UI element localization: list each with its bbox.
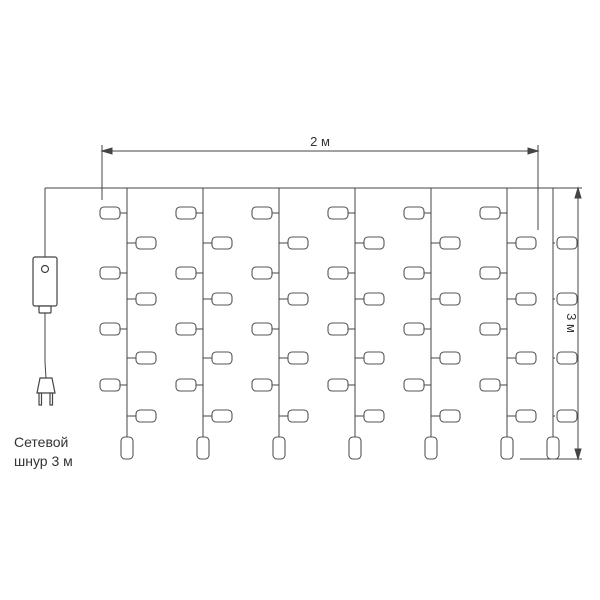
bulb xyxy=(251,322,273,336)
bulb xyxy=(479,206,501,220)
light-strands xyxy=(99,188,578,460)
bulb xyxy=(211,351,233,365)
bulb xyxy=(327,378,349,392)
bulb xyxy=(556,292,578,306)
bulb xyxy=(515,236,537,250)
bulb xyxy=(99,266,121,280)
bulb xyxy=(175,266,197,280)
bulb xyxy=(439,409,461,423)
bulb xyxy=(479,378,501,392)
bulb xyxy=(135,292,157,306)
bulb xyxy=(327,322,349,336)
bulb xyxy=(287,409,309,423)
bulb xyxy=(363,236,385,250)
bulb xyxy=(439,292,461,306)
bottom-bulb xyxy=(546,436,560,460)
bulb xyxy=(175,322,197,336)
bulb xyxy=(556,236,578,250)
bulb xyxy=(403,266,425,280)
bulb xyxy=(135,236,157,250)
bulb xyxy=(363,351,385,365)
bulb xyxy=(287,236,309,250)
bulb xyxy=(403,322,425,336)
cord-label-line1: Сетевой xyxy=(14,434,68,450)
bulb xyxy=(135,409,157,423)
bulb xyxy=(99,378,121,392)
power-cord xyxy=(44,313,47,379)
height-label: 3 м xyxy=(564,313,579,333)
bulb xyxy=(327,206,349,220)
bulb xyxy=(556,409,578,423)
bottom-bulb xyxy=(424,436,438,460)
bottom-bulb xyxy=(500,436,514,460)
bulb xyxy=(363,292,385,306)
bulb xyxy=(479,266,501,280)
bulb xyxy=(515,409,537,423)
bottom-bulb xyxy=(196,436,210,460)
bulb xyxy=(99,322,121,336)
bulb xyxy=(439,236,461,250)
top-bus-wire xyxy=(44,187,515,257)
cord-label-line2: шнур 3 м xyxy=(14,453,73,469)
bottom-bulb xyxy=(348,436,362,460)
bulb xyxy=(327,266,349,280)
bulb xyxy=(251,206,273,220)
bottom-bulb xyxy=(272,436,286,460)
width-label: 2 м xyxy=(310,134,330,149)
bulb xyxy=(251,378,273,392)
bulb xyxy=(403,378,425,392)
bulb xyxy=(175,378,197,392)
bulb xyxy=(211,236,233,250)
bulb xyxy=(287,292,309,306)
bulb xyxy=(515,351,537,365)
bulb xyxy=(211,409,233,423)
bulb xyxy=(251,266,273,280)
bulb xyxy=(556,351,578,365)
controller-box-icon xyxy=(32,256,58,314)
bulb xyxy=(439,351,461,365)
bulb xyxy=(479,322,501,336)
bulb xyxy=(135,351,157,365)
bulb xyxy=(403,206,425,220)
height-dimension xyxy=(515,186,582,461)
bulb xyxy=(99,206,121,220)
bulb xyxy=(515,292,537,306)
power-plug-icon xyxy=(36,377,56,406)
bulb xyxy=(363,409,385,423)
bulb xyxy=(211,292,233,306)
bulb xyxy=(287,351,309,365)
bulb xyxy=(175,206,197,220)
bottom-bulb xyxy=(120,436,134,460)
